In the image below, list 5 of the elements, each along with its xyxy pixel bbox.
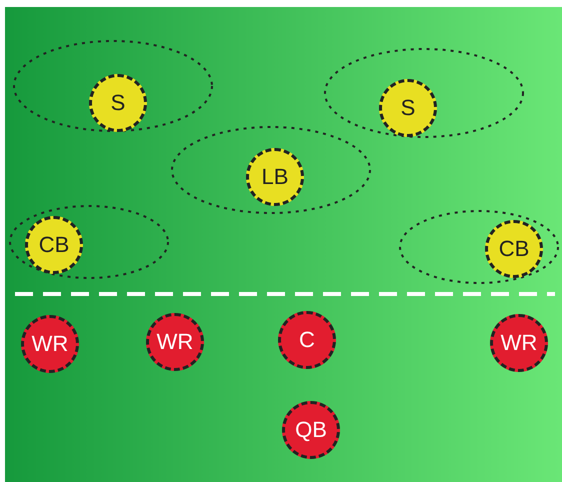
zone-ellipse <box>13 40 213 132</box>
zone-ellipse <box>171 126 371 214</box>
zone-ellipse <box>324 48 524 138</box>
zone-ellipse <box>399 210 559 284</box>
zone-ellipse <box>9 205 169 279</box>
